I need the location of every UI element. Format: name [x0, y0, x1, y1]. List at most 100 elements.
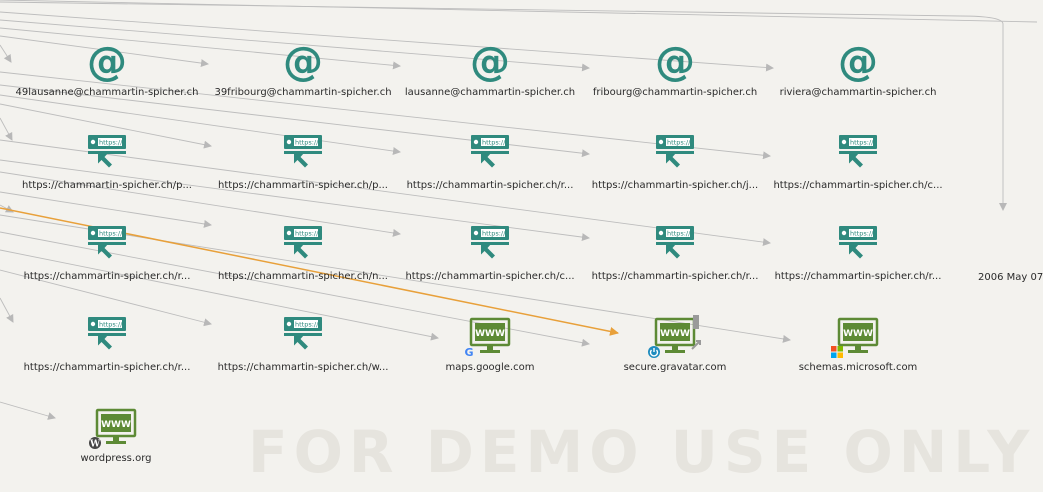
graph-edge [0, 401, 56, 420]
node-website-gravatar[interactable]: WWW secure.gravatar.com [580, 315, 770, 373]
at-sign-icon: @ [655, 39, 695, 85]
node-email-riviera[interactable]: @ riviera@chammartin-spicher.ch [763, 40, 953, 98]
node-website-microsoft[interactable]: WWW schemas.microsoft.com [763, 315, 953, 373]
graph-edge [0, 94, 401, 155]
node-url[interactable]: https:// https://chammartin-spicher.ch/r.… [12, 315, 202, 373]
node-email-lausanne[interactable]: @ lausanne@chammartin-spicher.ch [395, 40, 585, 98]
node-url[interactable]: https:// https://chammartin-spicher.ch/r.… [763, 224, 953, 282]
node-label: https://chammartin-spicher.ch/r... [591, 271, 759, 282]
at-sign-icon: @ [838, 39, 878, 85]
node-url[interactable]: https:// https://chammartin-spicher.ch/p.… [208, 133, 398, 191]
url-link-icon: https:// [833, 224, 883, 268]
graph-edge [0, 249, 439, 341]
svg-text:W: W [89, 440, 101, 450]
svg-text:G: G [464, 346, 473, 359]
url-link-icon: https:// [278, 224, 328, 268]
node-url[interactable]: https://https://chammartin-spicher.ch/c.… [395, 224, 585, 282]
svg-text:WWW: WWW [660, 329, 690, 339]
node-url[interactable]: https:// https://chammartin-spicher.ch/p.… [12, 133, 202, 191]
node-url[interactable]: https:// https://chammartin-spicher.ch/c.… [763, 133, 953, 191]
svg-text:WWW: WWW [101, 420, 131, 430]
gravatar-logo-icon [648, 346, 660, 358]
url-link-icon: https:// [82, 315, 132, 359]
svg-text:https://: https:// [295, 321, 319, 329]
node-label: https://chammartin-spicher.ch/r... [406, 180, 574, 191]
graph-edge [0, 27, 401, 70]
url-link-icon: https:// [278, 315, 328, 359]
node-label: https://chammartin-spicher.ch/p... [218, 180, 388, 191]
graph-edge [0, 11, 774, 72]
website-monitor-icon: WWW [648, 315, 701, 359]
node-url[interactable]: https:// https://chammartin-spicher.ch/n.… [208, 224, 398, 282]
svg-text:WWW: WWW [475, 329, 505, 339]
node-url[interactable]: https:// https://chammartin-spicher.ch/r.… [395, 133, 585, 191]
node-label: https://chammartin-spicher.ch/n... [218, 271, 388, 282]
node-label: riviera@chammartin-spicher.ch [779, 87, 937, 98]
node-label: https://chammartin-spicher.ch/r... [23, 362, 191, 373]
svg-text:https://: https:// [482, 139, 506, 147]
node-label: 39fribourg@chammartin-spicher.ch [214, 87, 392, 98]
url-link-icon: https:// [650, 133, 700, 177]
link-marker-icon [691, 315, 701, 350]
node-url[interactable]: https:// https://chammartin-spicher.ch/w.… [208, 315, 398, 373]
node-label: schemas.microsoft.com [798, 362, 918, 373]
date-node-label[interactable]: 2006 May 07 [978, 272, 1043, 283]
graph-edge [0, 139, 771, 247]
url-link-icon: https:// [465, 224, 515, 268]
svg-text:https://: https:// [850, 230, 874, 238]
node-label: https://chammartin-spicher.ch/c... [773, 180, 943, 191]
svg-text:https://: https:// [99, 230, 123, 238]
wordpress-logo-icon: W [89, 437, 101, 450]
node-label: fribourg@chammartin-spicher.ch [592, 87, 758, 98]
at-sign-icon: @ [87, 39, 127, 85]
node-label: https://chammartin-spicher.ch/r... [23, 271, 191, 282]
node-url[interactable]: https:// https://chammartin-spicher.ch/r.… [580, 224, 770, 282]
graph-edge [0, 297, 14, 323]
graph-edge [0, 191, 212, 228]
graph-edge [0, 0, 1038, 23]
url-link-icon: https:// [465, 133, 515, 177]
node-label: https://chammartin-spicher.ch/p... [22, 180, 192, 191]
graph-edge [0, 71, 771, 160]
node-label: maps.google.com [445, 362, 535, 373]
node-url[interactable]: https:// https://chammartin-spicher.ch/r.… [12, 224, 202, 282]
demo-watermark: FOR DEMO USE ONLY [248, 418, 1036, 486]
node-label: https://chammartin-spicher.ch/r... [774, 271, 942, 282]
svg-text:https://: https:// [99, 139, 123, 147]
at-sign-icon: @ [470, 39, 510, 85]
url-link-icon: https:// [278, 133, 328, 177]
url-link-icon: https:// [82, 224, 132, 268]
graph-edge [0, 269, 212, 327]
svg-text:https://: https:// [667, 230, 691, 238]
graph-edge [0, 1, 1007, 211]
google-logo-icon: G [464, 346, 473, 359]
svg-text:https://: https:// [295, 139, 319, 147]
url-link-icon: https:// [650, 224, 700, 268]
node-email-fribourg[interactable]: @ fribourg@chammartin-spicher.ch [580, 40, 770, 98]
node-label: https://chammartin-spicher.ch/j... [591, 180, 759, 191]
node-email-49lausanne[interactable]: @ 49lausanne@chammartin-spicher.ch [12, 40, 202, 98]
node-label: wordpress.org [80, 453, 152, 464]
svg-text:https://: https:// [482, 230, 506, 238]
graph-edge [0, 35, 209, 68]
svg-text:https://: https:// [667, 139, 691, 147]
url-link-icon: https:// [833, 133, 883, 177]
svg-text:https://: https:// [850, 139, 874, 147]
graph-edge [0, 44, 12, 63]
node-url[interactable]: https:// https://chammartin-spicher.ch/j.… [580, 133, 770, 191]
website-monitor-icon: WWW [831, 315, 883, 359]
graph-edge [0, 159, 590, 242]
node-email-39fribourg[interactable]: @ 39fribourg@chammartin-spicher.ch [208, 40, 398, 98]
graph-edge [0, 103, 212, 149]
svg-text:https://: https:// [99, 321, 123, 329]
node-label: secure.gravatar.com [623, 362, 727, 373]
at-sign-icon: @ [283, 39, 323, 85]
node-label: lausanne@chammartin-spicher.ch [404, 87, 576, 98]
svg-text:https://: https:// [295, 230, 319, 238]
node-label: https://chammartin-spicher.ch/w... [217, 362, 389, 373]
graph-edge [0, 117, 13, 141]
